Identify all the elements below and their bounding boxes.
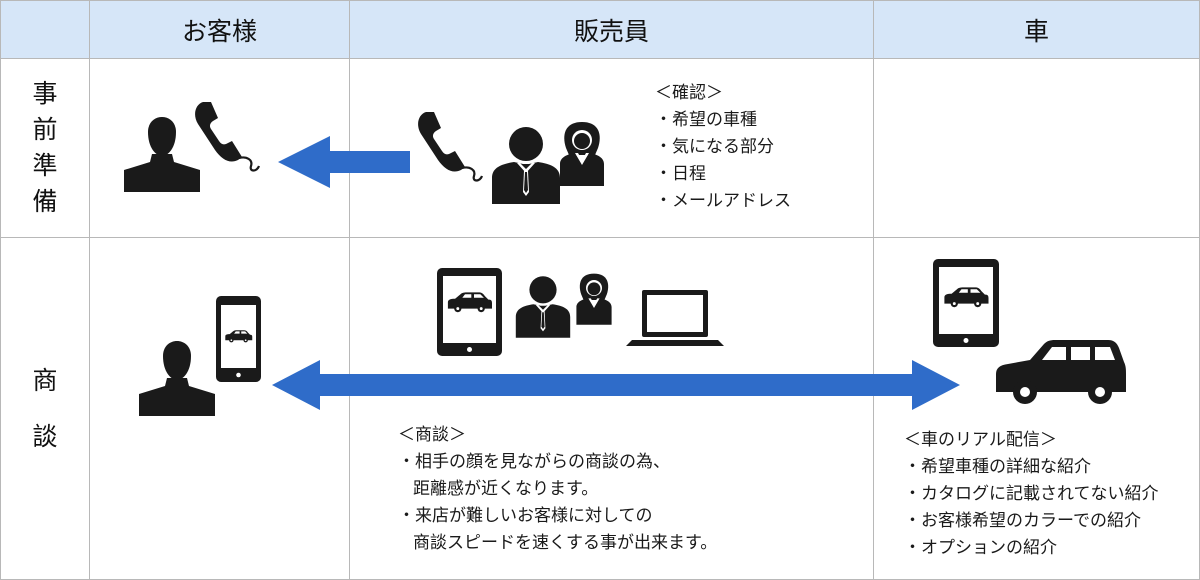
- car-notes-item: ・カタログに記載されてない紹介: [904, 484, 1159, 504]
- car-icon: [996, 340, 1126, 404]
- prep-notes-title: ＜確認＞: [655, 83, 723, 103]
- phone-icon: [416, 110, 484, 182]
- prep-notes-item: ・日程: [655, 164, 706, 184]
- salesperson-icon: [492, 127, 560, 204]
- row-label-char: 商: [32, 365, 58, 395]
- prep-notes-item: ・メールアドレス: [655, 191, 791, 211]
- phone-icon: [193, 100, 261, 172]
- car-notes-item: ・オプションの紹介: [904, 538, 1057, 558]
- negotiation-notes-line: 距離感が近くなります。: [413, 479, 599, 499]
- car-notes-item: ・希望車種の詳細な紹介: [904, 457, 1091, 477]
- car-notes: ＜車のリアル配信＞ ・希望車種の詳細な紹介 ・カタログに記載されてない紹介 ・お…: [904, 427, 1159, 562]
- arrow-left-icon: [278, 136, 410, 188]
- negotiation-notes-line: ・来店が難しいお客様に対しての: [398, 506, 653, 526]
- negotiation-notes-title: ＜商談＞: [398, 425, 466, 445]
- saleswoman-icon: [560, 122, 604, 186]
- prep-notes-item: ・気になる部分: [655, 137, 774, 157]
- negotiation-notes-line: ・相手の顔を見ながらの商談の為、: [398, 452, 670, 472]
- smartphone-icon: [216, 296, 261, 382]
- saleswoman-icon: [576, 273, 612, 325]
- tablet-icon: [933, 259, 999, 347]
- negotiation-notes: ＜商談＞ ・相手の顔を見ながらの商談の為、 距離感が近くなります。 ・来店が難し…: [398, 422, 717, 557]
- double-arrow-icon: [272, 360, 960, 410]
- negotiation-notes-line: 商談スピードを速くする事が出来ます。: [413, 533, 718, 553]
- laptop-icon: [626, 290, 724, 346]
- row-label-char: 事: [32, 79, 58, 108]
- row-label-char: 準: [32, 151, 58, 180]
- header-customer: お客様: [89, 0, 350, 59]
- prep-notes-item: ・希望の車種: [655, 110, 757, 130]
- row-label-char: 備: [32, 187, 58, 216]
- row-label-char: 前: [32, 115, 58, 144]
- customer-icon: [124, 117, 200, 192]
- tablet-icon: [437, 268, 502, 356]
- car-notes-item: ・お客様希望のカラーでの紹介: [904, 511, 1141, 531]
- salesperson-icon: [515, 276, 571, 338]
- customer-icon: [139, 341, 215, 416]
- header-corner: [0, 0, 90, 59]
- header-salesperson: 販売員: [349, 0, 874, 59]
- car-notes-title: ＜車のリアル配信＞: [904, 430, 1057, 450]
- row-label-char: 談: [32, 421, 58, 451]
- prep-notes: ＜確認＞ ・希望の車種 ・気になる部分 ・日程 ・メールアドレス: [655, 80, 791, 215]
